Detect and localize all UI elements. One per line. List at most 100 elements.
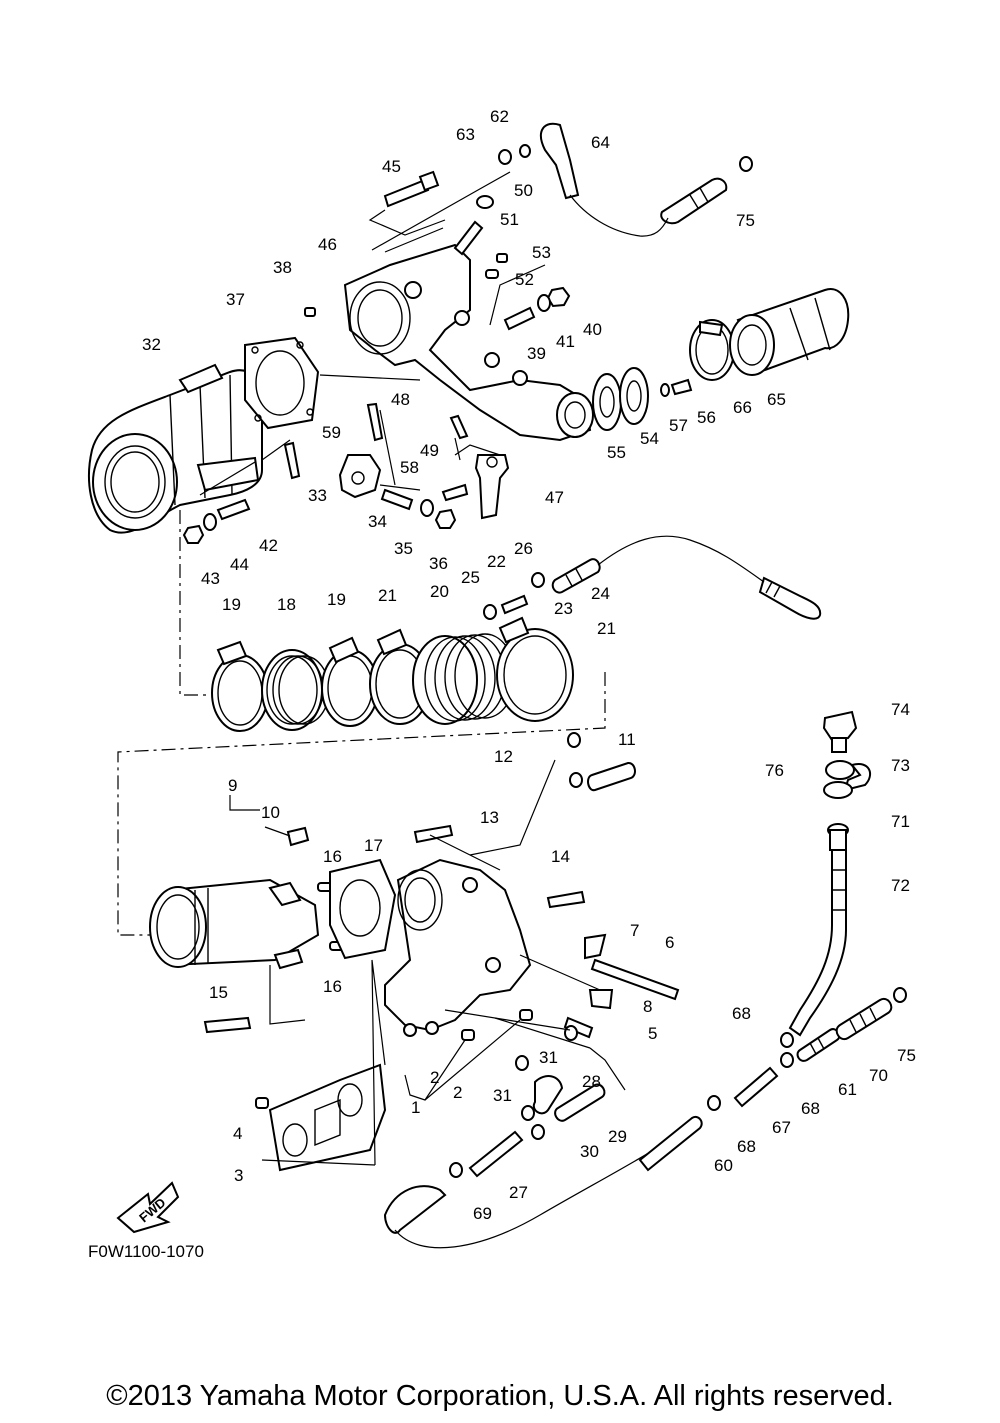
callout-25: 25 — [461, 568, 480, 587]
part-21-clamp-2 — [496, 616, 574, 722]
part-43-nut — [182, 524, 205, 544]
part-70-hose — [835, 997, 893, 1041]
callout-68b: 68 — [801, 1099, 820, 1118]
callout-73: 73 — [891, 756, 910, 775]
part-68-clamp-3 — [780, 1032, 794, 1048]
part-46-manifold — [343, 243, 594, 442]
callout-70: 70 — [869, 1066, 888, 1085]
part-49-bolt — [441, 483, 469, 502]
callout-76: 76 — [765, 761, 784, 780]
callout-69: 69 — [473, 1204, 492, 1223]
part-66-clamp — [689, 319, 735, 381]
part-2-pin — [461, 1029, 475, 1041]
callout-labels: 1 2 2 3 4 5 6 7 8 9 10 11 12 13 14 15 16… — [142, 107, 916, 1223]
callout-63: 63 — [456, 125, 475, 144]
callout-54: 54 — [640, 429, 659, 448]
callout-21b: 21 — [597, 619, 616, 638]
callout-13: 13 — [480, 808, 499, 827]
part-38-pin — [304, 307, 316, 317]
callout-14: 14 — [551, 847, 570, 866]
part-30-clamp-2 — [531, 1124, 545, 1140]
part-31-clamp — [515, 1055, 529, 1071]
part-22-bolt — [500, 594, 529, 615]
part-75-hose-end — [660, 156, 753, 225]
callout-2: 2 — [430, 1068, 439, 1087]
callout-53: 53 — [532, 243, 551, 262]
callout-52: 52 — [515, 270, 534, 289]
callout-48: 48 — [391, 390, 410, 409]
callout-19b: 19 — [327, 590, 346, 609]
callout-9: 9 — [228, 776, 237, 795]
part-65-pipe — [729, 288, 850, 376]
part-67-nipple — [733, 1066, 779, 1108]
callout-74: 74 — [891, 700, 910, 719]
part-35-washer — [420, 499, 434, 517]
callout-8: 8 — [643, 997, 652, 1016]
part-59-bolt — [366, 402, 384, 442]
part-12-clamp-2 — [569, 772, 583, 788]
part-63-clamp — [498, 149, 512, 165]
part-53-clip — [496, 253, 508, 263]
part-7-bracket — [584, 933, 607, 960]
part-41-washer — [537, 294, 551, 312]
callout-11: 11 — [618, 730, 636, 749]
callout-59: 59 — [322, 423, 341, 442]
callout-3: 3 — [234, 1166, 243, 1185]
callout-10: 10 — [261, 803, 280, 822]
leader-lines — [117, 171, 626, 1166]
callout-23: 23 — [554, 599, 573, 618]
callout-20: 20 — [430, 582, 449, 601]
lower-assembly — [149, 710, 907, 1249]
callout-1: 1 — [411, 1098, 420, 1117]
callout-30: 30 — [580, 1142, 599, 1161]
callout-32: 32 — [142, 335, 161, 354]
part-47-stay — [474, 454, 510, 520]
callout-26: 26 — [514, 539, 533, 558]
callout-31b: 31 — [539, 1048, 558, 1067]
callout-5: 5 — [648, 1024, 657, 1043]
part-31-clamp-2 — [564, 1025, 578, 1041]
part-exhaust-manifold-lower — [384, 858, 532, 1037]
callout-6: 6 — [665, 933, 674, 952]
part-19-clamp-2 — [321, 636, 379, 727]
part-44-washer — [203, 513, 217, 531]
callout-27: 27 — [509, 1183, 528, 1202]
part-72-hose — [788, 849, 847, 1037]
copyright-notice: ©2013 Yamaha Motor Corporation, U.S.A. A… — [106, 1380, 894, 1412]
callout-29: 29 — [608, 1127, 627, 1146]
part-55-gasket — [592, 373, 622, 431]
callout-75: 75 — [736, 211, 755, 230]
callout-57: 57 — [669, 416, 688, 435]
part-12-clamp — [567, 732, 581, 748]
callout-24: 24 — [591, 584, 610, 603]
callout-36: 36 — [429, 554, 448, 573]
part-30-clamp — [521, 1105, 535, 1121]
callout-28: 28 — [582, 1072, 601, 1091]
part-40-nut — [546, 286, 571, 308]
part-64-hose — [540, 122, 580, 200]
part-11-hose — [587, 762, 636, 792]
callout-33: 33 — [308, 486, 327, 505]
callout-55: 55 — [607, 443, 626, 462]
part-32-exhaust-body — [88, 363, 263, 534]
callout-22: 22 — [487, 552, 506, 571]
callout-56: 56 — [697, 408, 716, 427]
callout-19: 19 — [222, 595, 241, 614]
part-48-bolt — [449, 414, 469, 440]
callout-39: 39 — [527, 344, 546, 363]
callout-68: 68 — [732, 1004, 751, 1023]
callout-40: 40 — [583, 320, 602, 339]
part-62-clamp — [519, 144, 531, 158]
part-29-hose — [554, 1083, 606, 1122]
part-8-bracket — [588, 989, 614, 1010]
callout-35: 35 — [394, 539, 413, 558]
part-37-gasket — [244, 336, 320, 430]
callout-60: 60 — [714, 1156, 733, 1175]
part-71-fitting — [827, 823, 849, 851]
callout-58: 58 — [400, 458, 419, 477]
part-52-fitting — [485, 269, 499, 279]
callout-67: 67 — [772, 1118, 791, 1137]
part-20-hose — [412, 633, 516, 725]
callout-72: 72 — [891, 876, 910, 895]
hose-clamp-row — [211, 535, 822, 732]
